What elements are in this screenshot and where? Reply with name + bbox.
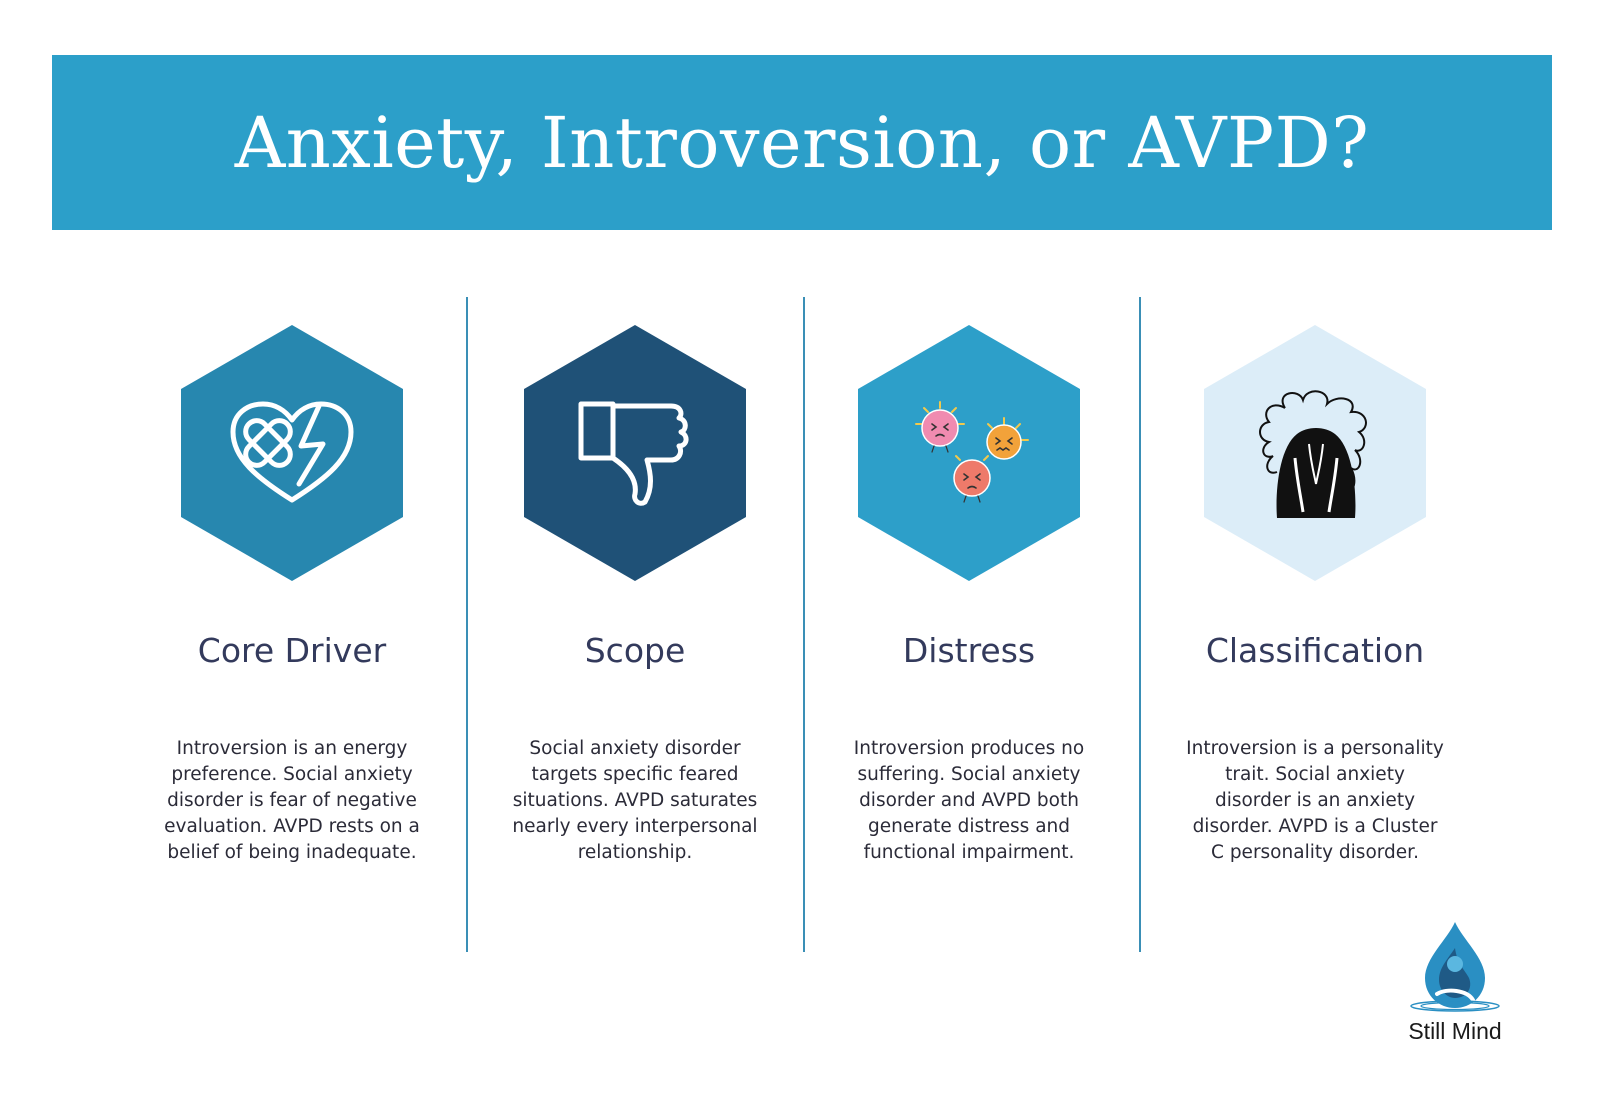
hexagon-badge: [858, 325, 1080, 581]
column-description: Introversion is a personality trait. Soc…: [1186, 738, 1444, 863]
column-divider: [466, 297, 468, 952]
broken-heart-icon: [230, 401, 354, 503]
page-title: Anxiety, Introversion, or AVPD?: [234, 101, 1370, 184]
column-heading: Core Driver: [197, 631, 387, 670]
column-classification: Classification Introversion is a persona…: [1155, 325, 1475, 866]
column-heading: Classification: [1205, 631, 1425, 670]
hexagon-badge: [1204, 325, 1426, 581]
hexagon-badge: [181, 325, 403, 581]
hexagon-badge: [524, 325, 746, 581]
thumbs-down-icon: [578, 401, 689, 506]
column-core-driver: Core Driver Introversion is an energy pr…: [132, 325, 452, 866]
brand-logo: Still Mind: [1395, 918, 1515, 1045]
water-drop-logo-icon: [1410, 922, 1500, 1012]
column-description: Introversion produces no suffering. Soci…: [853, 738, 1085, 863]
column-description: Social anxiety disorder targets specific…: [512, 738, 758, 863]
column-divider: [803, 297, 805, 952]
anxious-germs-icon: [915, 401, 1029, 503]
column-description: Introversion is an energy preference. So…: [164, 738, 420, 863]
column-distress: Distress Introversion produces no suffer…: [809, 325, 1129, 866]
column-scope: Scope Social anxiety disorder targets sp…: [475, 325, 795, 866]
person-head-in-hands-icon: [1259, 390, 1367, 518]
column-divider: [1139, 297, 1141, 952]
title-banner: Anxiety, Introversion, or AVPD?: [52, 55, 1552, 230]
column-heading: Scope: [584, 631, 686, 670]
brand-name: Still Mind: [1408, 1018, 1502, 1044]
column-heading: Distress: [902, 631, 1036, 670]
